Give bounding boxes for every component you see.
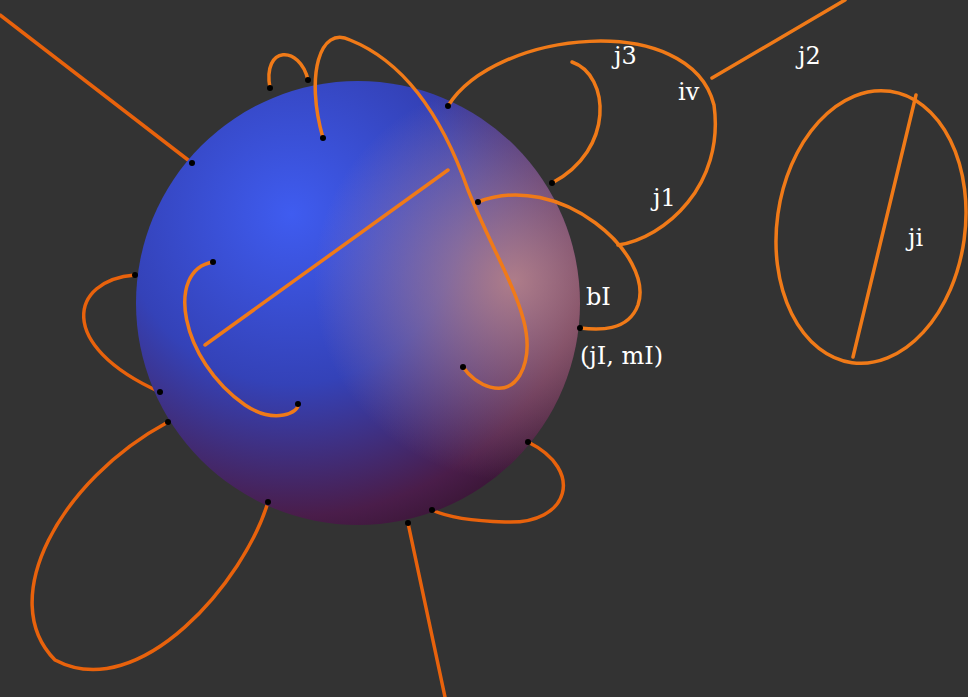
spin-edge xyxy=(408,523,445,697)
spin-label: ji xyxy=(908,226,923,250)
punctures xyxy=(132,77,583,526)
spin-loop xyxy=(269,55,308,88)
spin-loop xyxy=(552,62,600,183)
sphere-shade xyxy=(136,81,580,525)
spin-loop xyxy=(478,195,640,329)
spin-edge xyxy=(0,15,192,163)
sphere xyxy=(136,81,580,525)
spin-circle xyxy=(759,78,968,375)
spin-label: j2 xyxy=(798,44,821,68)
spin-loop xyxy=(185,262,298,416)
spin-label: j1 xyxy=(653,186,676,210)
spin-label: j3 xyxy=(614,44,637,68)
spin-arc xyxy=(315,37,527,388)
spin-chord xyxy=(853,95,916,357)
spin-label: iv xyxy=(678,80,699,104)
edges-front xyxy=(185,0,968,416)
spin-label: (jI, mI) xyxy=(580,344,663,368)
spin-chord xyxy=(205,170,448,345)
spin-label: bI xyxy=(586,285,611,309)
spin-edge xyxy=(712,0,845,78)
